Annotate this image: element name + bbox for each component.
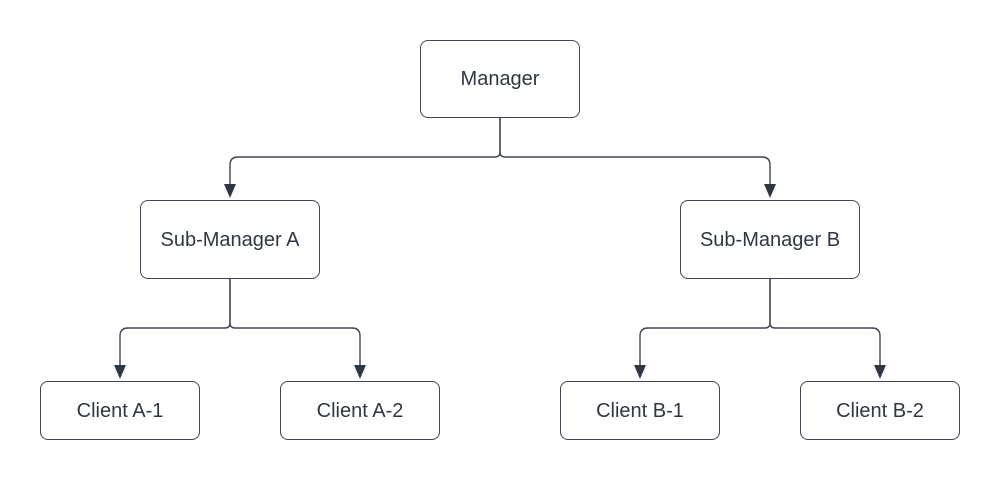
arrowhead-icon bbox=[224, 184, 236, 198]
node-sub-manager-a[interactable]: Sub-Manager A bbox=[140, 200, 320, 279]
node-label: Client A-1 bbox=[76, 399, 164, 422]
node-label: Client A-2 bbox=[316, 399, 404, 422]
arrowhead-icon bbox=[764, 184, 776, 198]
node-label: Sub-Manager B bbox=[699, 228, 841, 251]
node-client-b-2[interactable]: Client B-2 bbox=[800, 381, 960, 440]
node-label: Manager bbox=[460, 68, 540, 90]
connector-line bbox=[499, 118, 771, 184]
node-label: Client B-1 bbox=[596, 399, 684, 422]
node-manager[interactable]: Manager bbox=[420, 40, 580, 118]
node-sub-manager-b[interactable]: Sub-Manager B bbox=[680, 200, 860, 279]
arrowhead-icon bbox=[354, 365, 366, 379]
edge-sub-manager-b-to-client-b-2 bbox=[769, 279, 886, 379]
node-label: Client B-2 bbox=[836, 399, 924, 422]
edge-manager-to-sub-manager-b bbox=[499, 118, 776, 198]
node-client-b-1[interactable]: Client B-1 bbox=[560, 381, 720, 440]
node-client-a-2[interactable]: Client A-2 bbox=[280, 381, 440, 440]
edge-sub-manager-a-to-client-a-2 bbox=[229, 279, 366, 379]
arrowhead-icon bbox=[114, 365, 126, 379]
arrowhead-icon bbox=[874, 365, 886, 379]
connector-line bbox=[769, 279, 881, 365]
node-client-a-1[interactable]: Client A-1 bbox=[40, 381, 200, 440]
node-label: Sub-Manager A bbox=[160, 228, 300, 251]
connector-line bbox=[229, 279, 361, 365]
arrowhead-icon bbox=[634, 365, 646, 379]
